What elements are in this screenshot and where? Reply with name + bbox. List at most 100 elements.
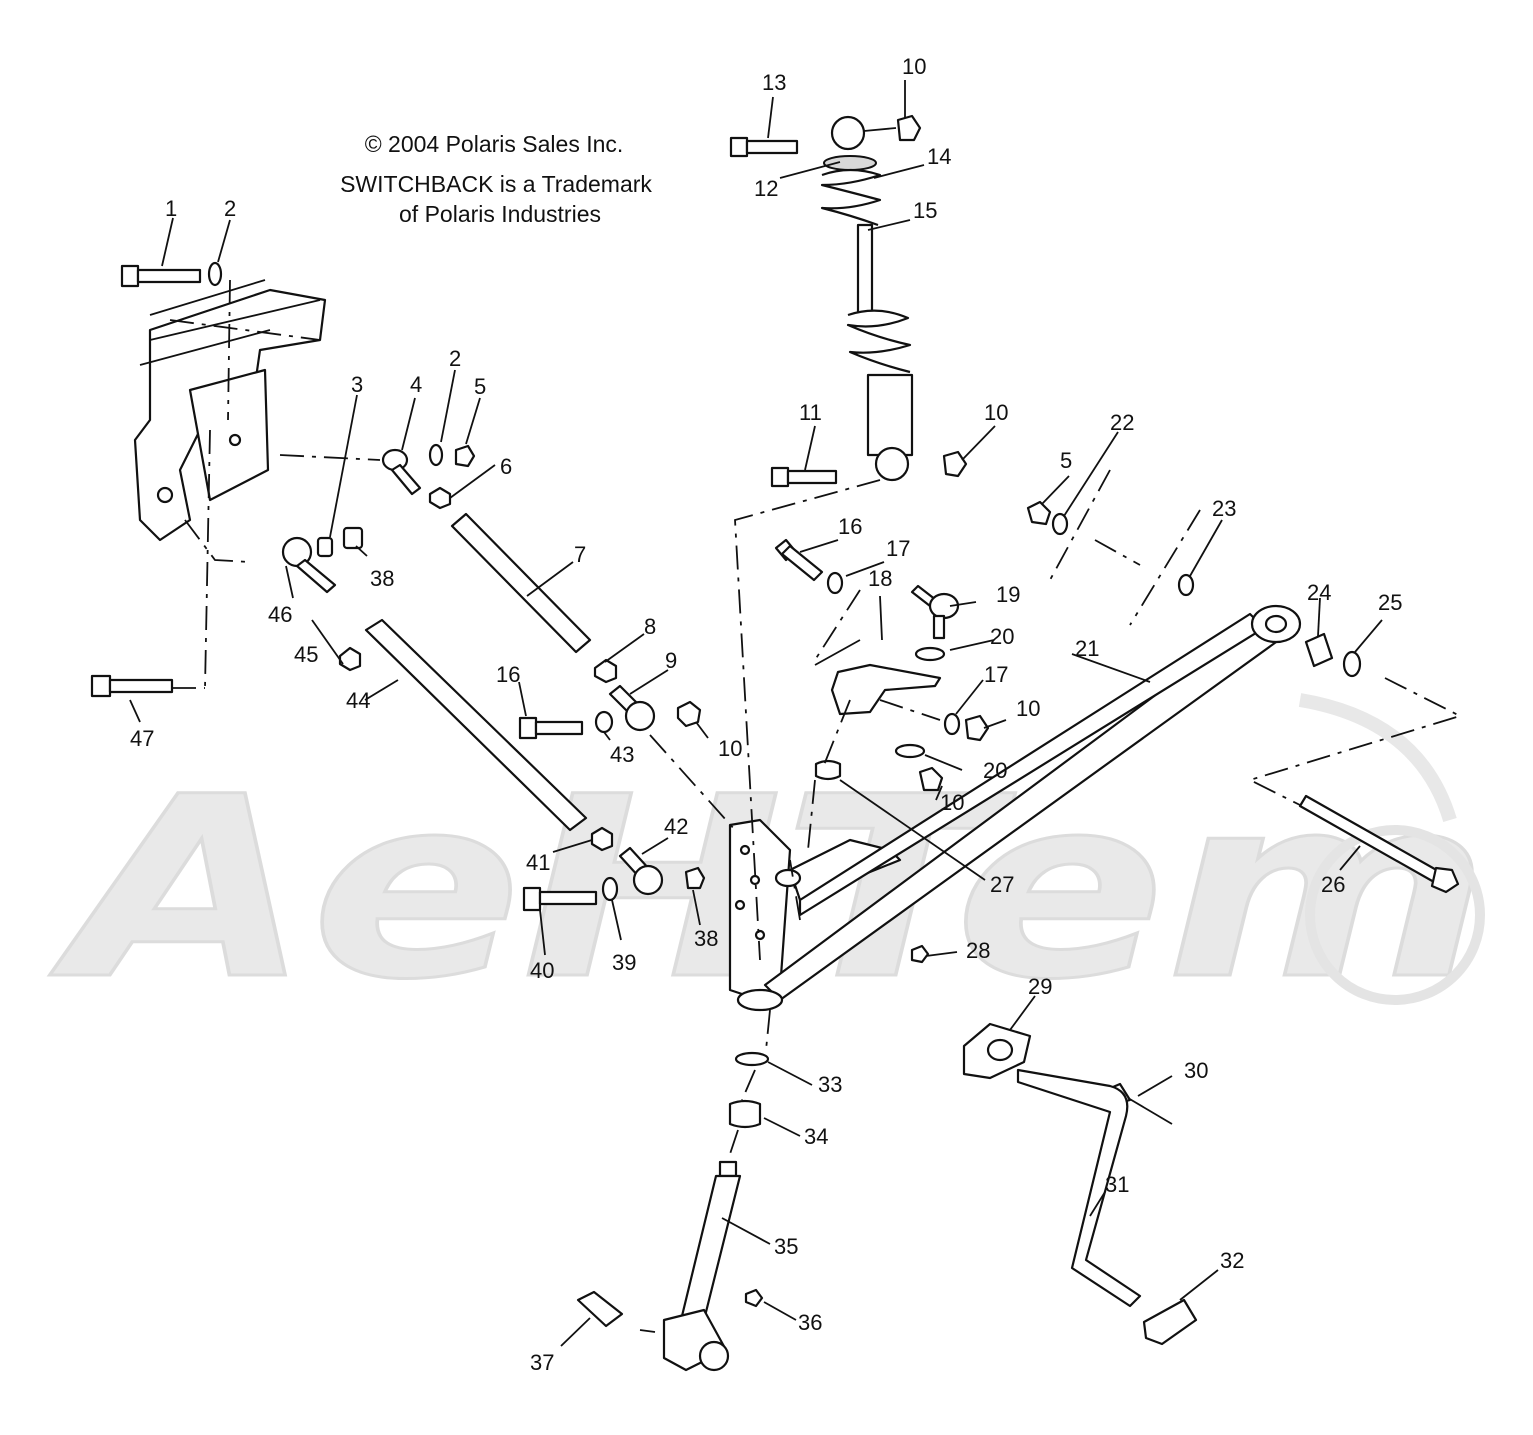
callout-37: 37 <box>530 1350 554 1375</box>
callout-5b: 5 <box>1060 448 1072 473</box>
part-5-nut <box>454 444 476 468</box>
callout-26: 26 <box>1321 872 1345 897</box>
part-16-bolt-lower <box>518 716 584 740</box>
part-43-washer <box>594 710 614 734</box>
leader-lines <box>129 80 1383 1347</box>
callout-41: 41 <box>526 850 550 875</box>
part-37-bushing <box>576 1290 624 1328</box>
part-38-bushing <box>342 526 364 550</box>
callout-12: 12 <box>754 176 778 201</box>
part-36-grease-fitting <box>744 1288 764 1308</box>
part-20-washer-a <box>914 646 946 662</box>
callout-38b: 38 <box>694 926 718 951</box>
part-47-bolt <box>90 674 174 698</box>
assembly-lines <box>169 279 1463 1333</box>
copyright-line-2: SWITCHBACK is a Trademark <box>340 171 652 197</box>
callout-42: 42 <box>664 814 688 839</box>
watermark-swoosh <box>1298 693 1457 823</box>
callout-43: 43 <box>610 742 634 767</box>
callout-10a: 10 <box>718 736 742 761</box>
part-35-spindle <box>662 1160 742 1372</box>
part-32-grip <box>1142 1298 1198 1346</box>
callout-2a: 2 <box>224 196 236 221</box>
part-39-washer <box>601 876 619 902</box>
callout-25: 25 <box>1378 590 1402 615</box>
part-18-steering-arm <box>830 663 942 716</box>
callout-9: 9 <box>665 648 677 673</box>
part-16-bolt-upper <box>774 538 824 582</box>
part-10-nut-a <box>676 700 702 728</box>
part-9-rod-end <box>608 684 656 732</box>
part-28-grease-fitting <box>910 944 930 964</box>
callout-10e: 10 <box>940 790 964 815</box>
part-34-bushing <box>728 1099 762 1129</box>
callout-32: 32 <box>1220 1248 1244 1273</box>
part-21-ski-spindle-arm <box>728 604 1302 1012</box>
callout-17a: 17 <box>886 536 910 561</box>
shock-bottom-eye <box>874 446 910 482</box>
callout-36: 36 <box>798 1310 822 1335</box>
callout-10c: 10 <box>984 400 1008 425</box>
parts <box>90 114 1460 1372</box>
callout-19: 19 <box>996 582 1020 607</box>
shock-body <box>866 373 914 457</box>
copyright-line-3: of Polaris Industries <box>399 201 601 227</box>
part-46-rod-end <box>281 536 337 594</box>
part-45-nut <box>338 646 362 672</box>
shock-absorber <box>729 114 968 488</box>
part-23-washer <box>1177 573 1195 597</box>
callout-10b: 10 <box>902 54 926 79</box>
callout-16a: 16 <box>838 514 862 539</box>
part-17-washer-lower <box>943 712 961 736</box>
callout-23: 23 <box>1212 496 1236 521</box>
callout-30: 30 <box>1184 1058 1208 1083</box>
part-31-handle-bar <box>1016 1068 1142 1308</box>
callout-46: 46 <box>268 602 292 627</box>
callout-24: 24 <box>1307 580 1331 605</box>
shock-top-eye <box>830 115 866 151</box>
part-27-bushing <box>814 759 842 781</box>
callout-18: 18 <box>868 566 892 591</box>
part-20-washer-b <box>894 743 926 759</box>
part-40-bolt <box>522 886 598 912</box>
part-38-bushing-lower <box>684 866 706 890</box>
callout-2b: 2 <box>449 346 461 371</box>
callout-29: 29 <box>1028 974 1052 999</box>
callout-33: 33 <box>818 1072 842 1097</box>
callout-13: 13 <box>762 70 786 95</box>
callout-28: 28 <box>966 938 990 963</box>
callout-20b: 20 <box>983 758 1007 783</box>
callout-44: 44 <box>346 688 370 713</box>
part-13-bolt <box>729 136 799 158</box>
callout-11: 11 <box>799 400 822 425</box>
part-25-o-ring <box>1342 650 1362 678</box>
callout-10d: 10 <box>1016 696 1040 721</box>
callout-38a: 38 <box>370 566 394 591</box>
part-2-washer-left <box>207 261 223 287</box>
part-10-nut-shock <box>942 450 968 478</box>
copyright-line-1: © 2004 Polaris Sales Inc. <box>365 131 624 157</box>
callout-45: 45 <box>294 642 318 667</box>
shock-spring-lower <box>846 309 912 374</box>
callout-31: 31 <box>1105 1172 1129 1197</box>
callout-6: 6 <box>500 454 512 479</box>
callout-17b: 17 <box>984 662 1008 687</box>
callout-35: 35 <box>774 1234 798 1259</box>
callout-4: 4 <box>410 372 422 397</box>
callout-7: 7 <box>574 542 586 567</box>
part-1-bolt <box>120 264 202 288</box>
callout-27: 27 <box>990 872 1014 897</box>
part-10-nut-top <box>896 114 922 142</box>
callout-labels: 1 2 3 4 2 5 6 7 8 9 10 10 10 10 10 11 12… <box>130 54 1402 1375</box>
part-10-nut-c <box>918 766 944 792</box>
callout-16b: 16 <box>496 662 520 687</box>
part-26-bolt <box>1298 794 1460 894</box>
part-4-rod-end <box>381 448 422 496</box>
callout-8: 8 <box>644 614 656 639</box>
copyright-block: © 2004 Polaris Sales Inc. SWITCHBACK is … <box>340 131 652 227</box>
part-12-spring-seat <box>823 155 877 171</box>
part-14-spring-upper <box>820 168 882 227</box>
chassis-bracket <box>133 279 327 542</box>
part-11-bolt <box>770 466 838 488</box>
part-8-nut <box>593 658 618 684</box>
